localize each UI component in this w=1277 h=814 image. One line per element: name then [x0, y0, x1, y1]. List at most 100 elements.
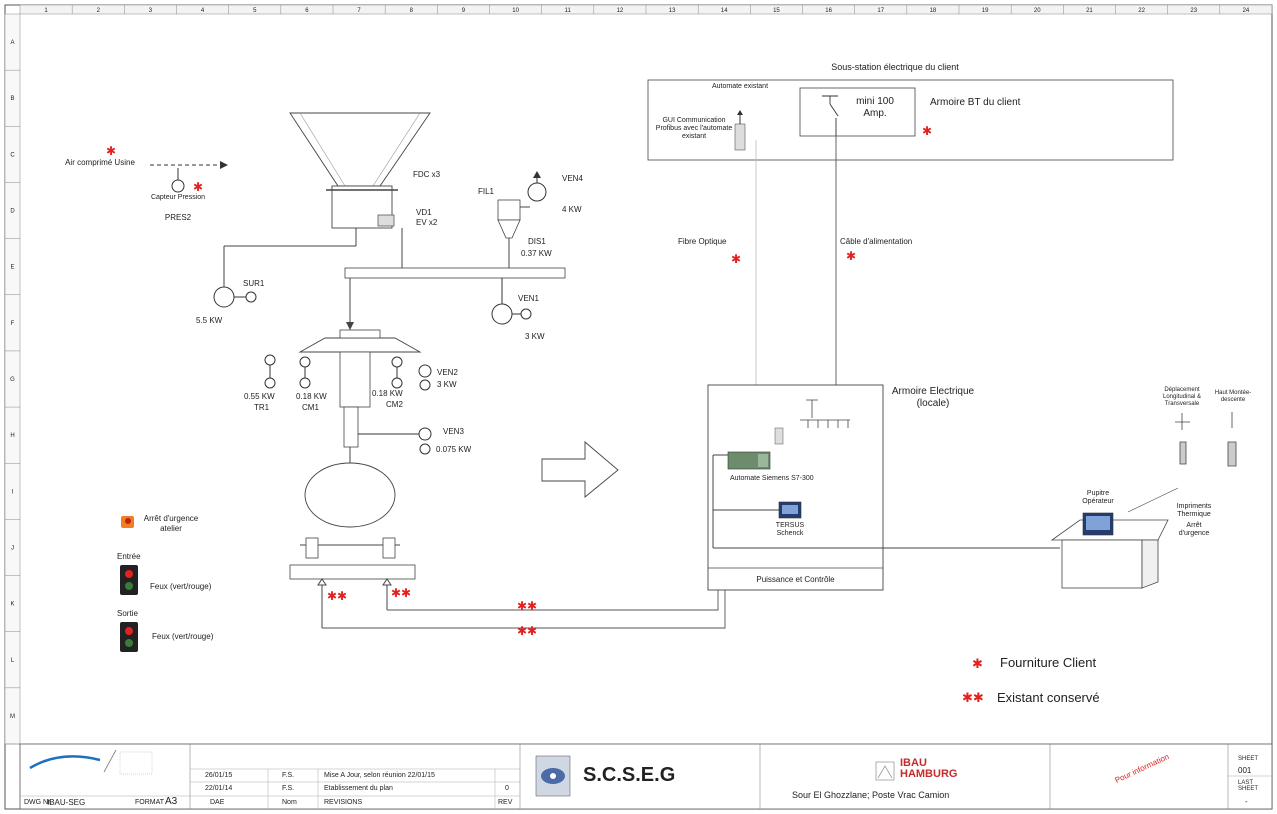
automate-arrow-head	[737, 110, 743, 115]
hopper	[289, 112, 431, 187]
traffic-light-entry-red	[125, 570, 133, 578]
existing-mark-cable-2: ✱✱	[517, 624, 538, 638]
traffic-light-exit-green	[125, 639, 133, 647]
screw-conveyor	[344, 267, 566, 279]
rev-num-2: 0	[505, 785, 509, 792]
vd1-label: VD1	[416, 208, 432, 217]
fan-ven2	[418, 364, 432, 391]
hopper-rib-left	[299, 112, 346, 187]
ruler-left-label: C	[10, 152, 15, 158]
ruler-top-label: 10	[512, 8, 519, 14]
rev-header-rev: REV	[498, 799, 513, 806]
pupitre-side	[1141, 539, 1159, 589]
air-line-arrow	[220, 161, 228, 169]
pressure-sensor	[171, 179, 185, 193]
entry-lights-label: Feux (vert/rouge)	[150, 582, 212, 591]
exit-lights-label: Feux (vert/rouge)	[152, 632, 214, 641]
format-label: FORMAT	[135, 799, 165, 806]
ven1-label: VEN1	[518, 294, 539, 303]
ruler-top-label: 1	[44, 8, 48, 14]
ruler-top-label: 8	[410, 8, 414, 14]
traffic-light-entry-green	[125, 582, 133, 590]
last-sheet-value: -	[1245, 797, 1248, 806]
fibre-label: Fibre Optique	[678, 237, 727, 246]
client-logo-pupil	[550, 773, 556, 779]
joystick-1	[1175, 413, 1190, 465]
spout-tube	[343, 406, 359, 448]
motor-cm1-kw: 0.18 KW	[296, 392, 327, 401]
motor-cm2-kw: 0.18 KW	[372, 389, 403, 398]
ruler-left-label: L	[11, 658, 15, 664]
plc-label: Automate Siemens S7-300	[730, 475, 814, 482]
hmi-screen-inner	[782, 505, 798, 514]
wheel-right	[382, 537, 396, 559]
automate-device	[734, 123, 746, 151]
legend-single-label: Fourniture Client	[1000, 655, 1097, 670]
sheet-label: SHEET	[1238, 756, 1259, 762]
supply-mark-cable: ✱	[846, 249, 857, 263]
ruler-top-label: 18	[930, 8, 937, 14]
flow-arrow	[541, 441, 619, 498]
ruler-top-label: 15	[773, 8, 780, 14]
pupitre-label: Pupitre Opérateur	[1082, 490, 1114, 505]
ruler-top-label: 13	[669, 8, 676, 14]
valve-vd1	[377, 214, 395, 227]
weighbridge	[289, 564, 416, 580]
ruler-top-label: 17	[877, 8, 884, 14]
armoire-cabinet	[707, 384, 884, 591]
substation-box	[647, 79, 1174, 161]
fan-sur1	[213, 286, 257, 308]
supply-mark-fibre: ✱	[731, 252, 742, 266]
ruler-top-label: 6	[305, 8, 309, 14]
ven2-kw: 3 KW	[437, 380, 457, 389]
ruler-left-label: J	[11, 545, 14, 551]
entry-label: Entrée	[117, 552, 141, 561]
spout-top	[339, 329, 381, 339]
sheet-value: 001	[1238, 766, 1252, 775]
legend-single-mark: ✱	[972, 657, 983, 672]
ruler-top-label: 22	[1138, 8, 1145, 14]
ruler-top-label: 7	[357, 8, 361, 14]
motor-cm1-id: CM1	[302, 403, 319, 412]
motor-cm2	[391, 356, 403, 389]
drawing-frame	[4, 4, 1273, 810]
motor-cm2-id: CM2	[386, 400, 403, 409]
last-sheet-label: LAST SHEET	[1238, 780, 1259, 792]
joystick-2-label: Haut Montée-descente	[1214, 390, 1252, 403]
dis1-kw: 0.37 KW	[521, 249, 552, 258]
ven4-label: VEN4	[562, 174, 583, 183]
legend-double-mark: ✱✱	[962, 691, 984, 706]
rev-by-2: F.S.	[282, 785, 295, 792]
pupitre-base	[1061, 539, 1143, 589]
ruler-top-label: 23	[1190, 8, 1197, 14]
sur1-label: SUR1	[243, 279, 265, 288]
ev-label: EV x2	[416, 218, 438, 227]
plc-module	[758, 454, 768, 467]
rev-date-1: 26/01/15	[205, 772, 233, 779]
issuer-logo-slash	[103, 749, 117, 773]
conveyor-drop-arrow	[346, 322, 354, 330]
ruler-top-label: 2	[97, 8, 101, 14]
armoire-footer: Puissance et Contrôle	[756, 575, 835, 584]
emergency-button-cap	[125, 518, 131, 524]
ven1-kw: 3 KW	[525, 332, 545, 341]
automate-label: Automate existant	[711, 83, 769, 90]
emergency-label: Arrêt d'urgence atelier	[143, 514, 199, 533]
dwg-value: IBAU-SEG	[47, 798, 86, 807]
dis1-label: DIS1	[528, 237, 546, 246]
ven3-kw: 0.075 KW	[436, 445, 472, 454]
supply-mark-sensor: ✱	[193, 180, 204, 194]
cable-label: Câble d'alimentation	[840, 237, 913, 246]
sensor-label: Capteur Pression	[150, 194, 206, 201]
sensor-id: PRES2	[164, 213, 192, 222]
dwg-label: DWG Nr.	[24, 799, 52, 806]
hmi-label: TERSUS Schenck	[775, 522, 805, 537]
ruler-left-label: M	[10, 714, 15, 720]
existing-mark-cell-right: ✱✱	[391, 586, 412, 600]
ven4-kw: 4 KW	[562, 205, 582, 214]
pupitre-screen-inner	[1086, 516, 1110, 530]
substation-title: Sous-station électrique du client	[831, 62, 959, 72]
